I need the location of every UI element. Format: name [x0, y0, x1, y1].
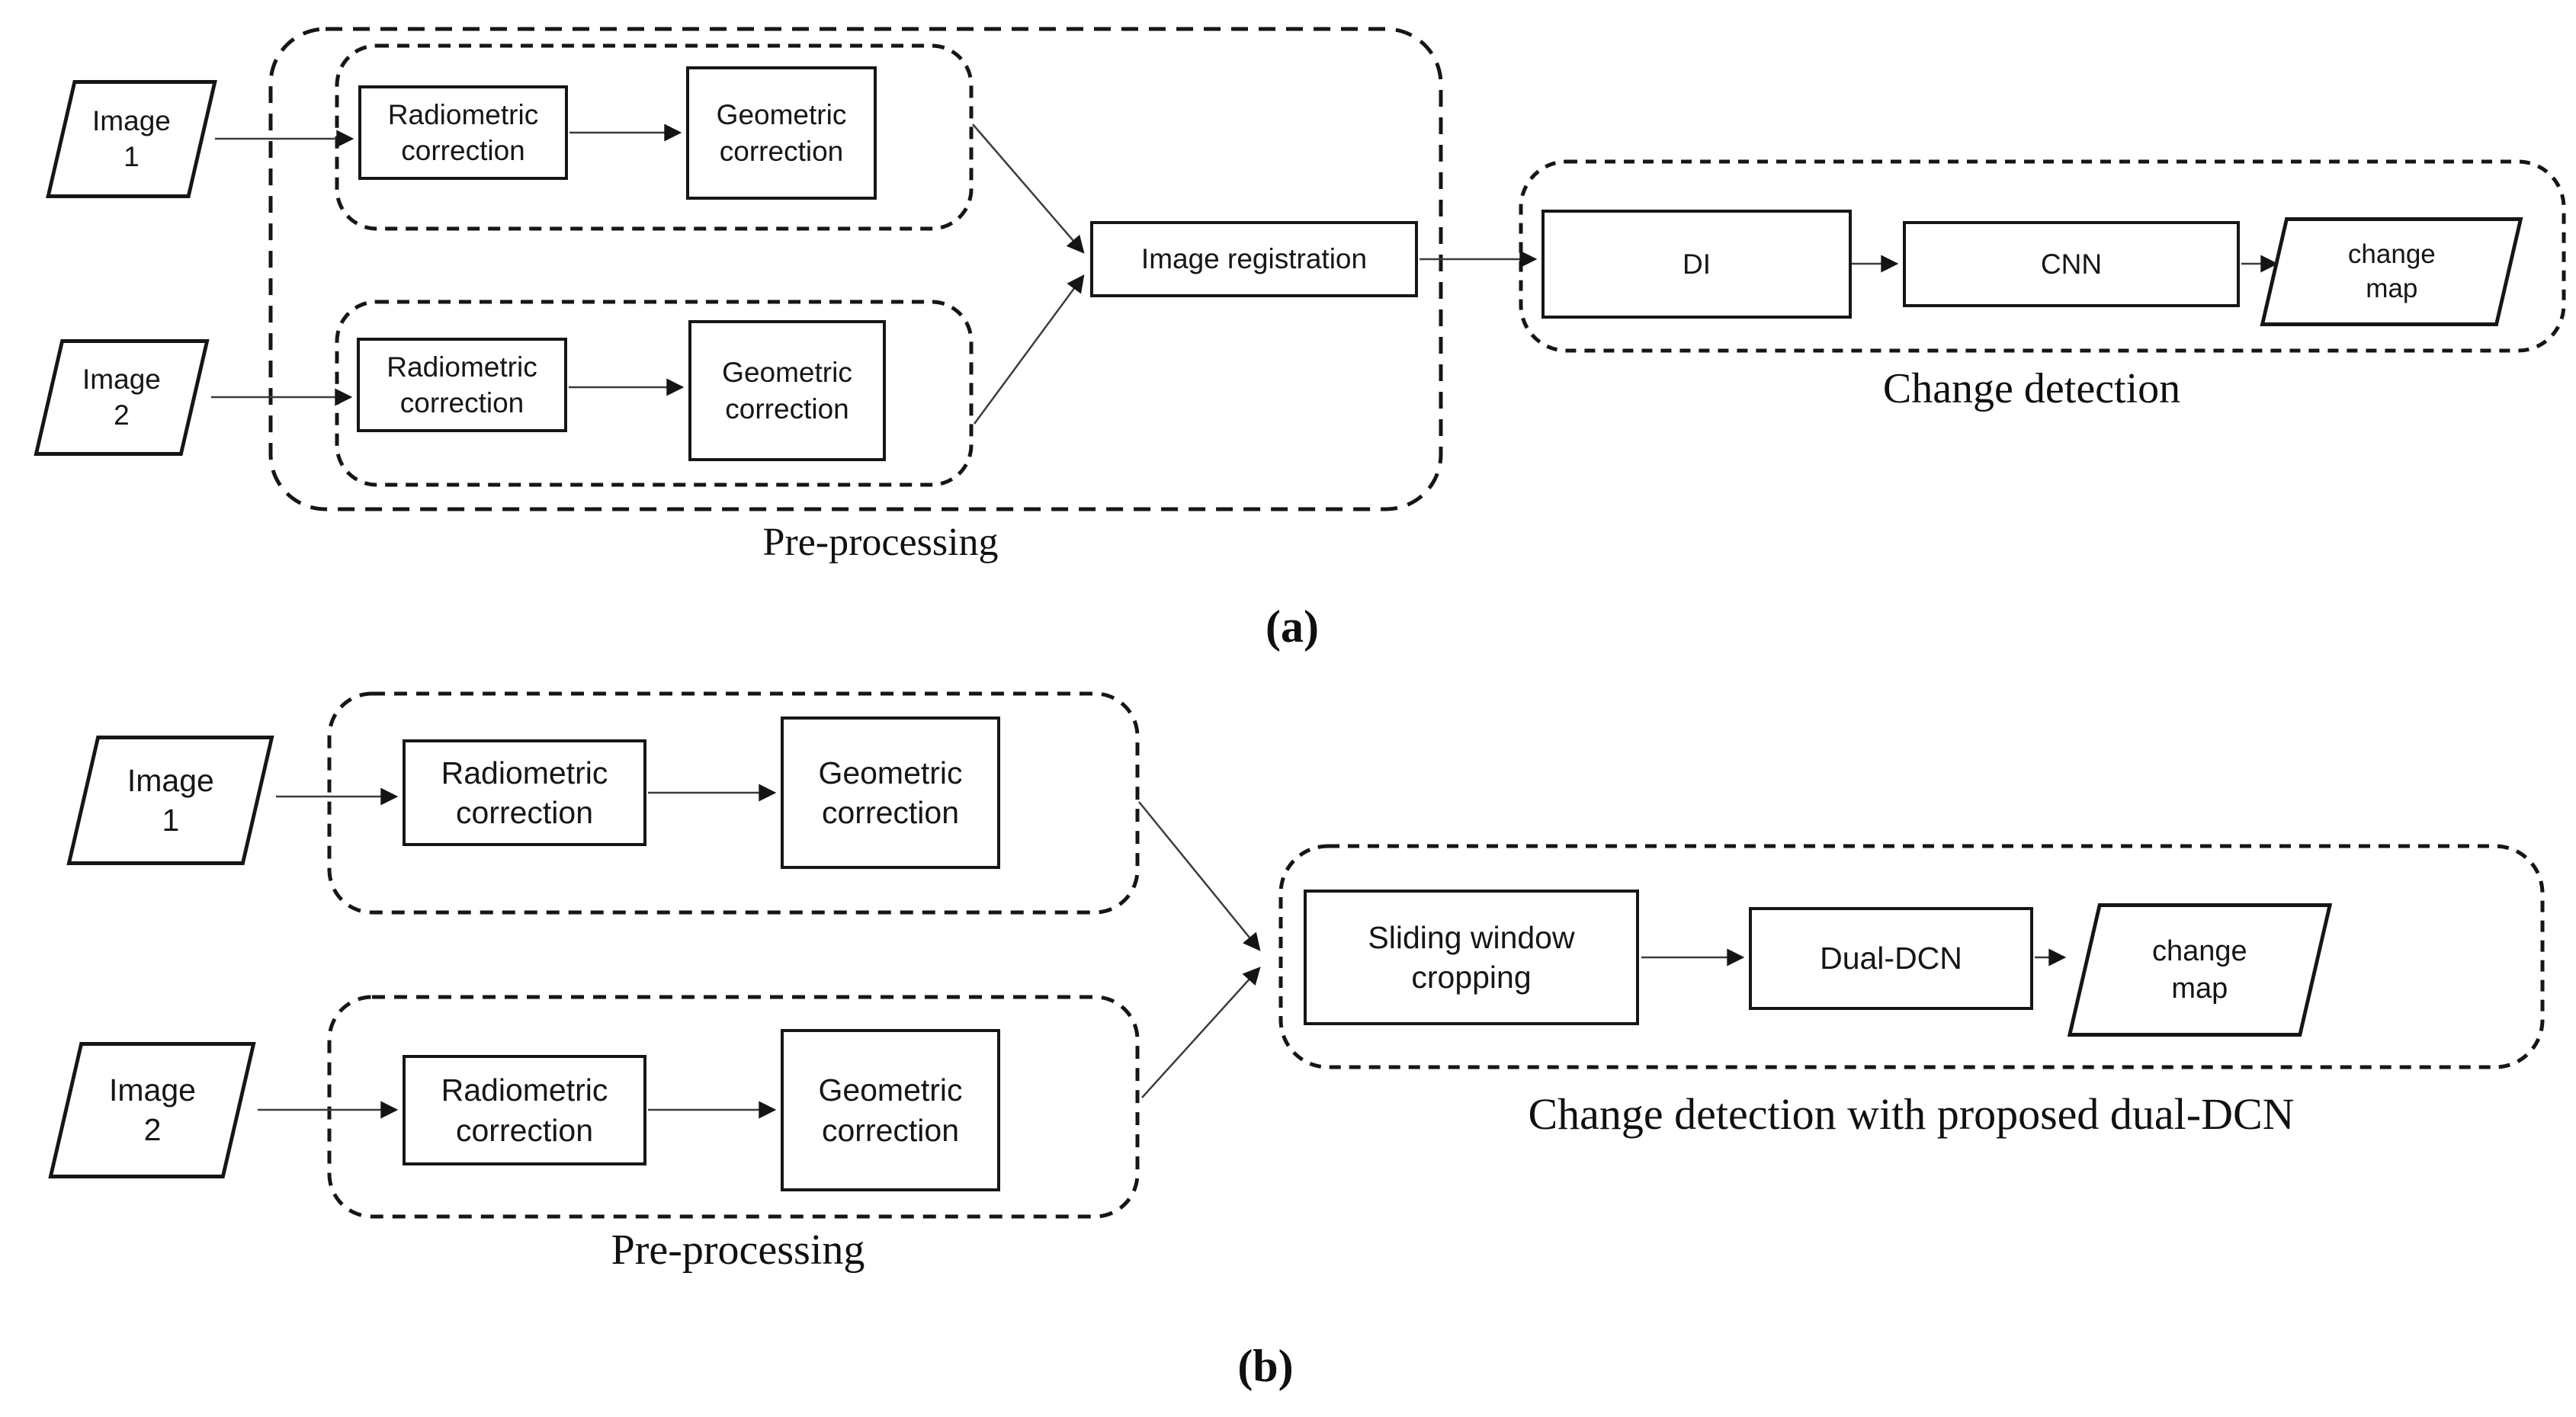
a-preprocessing-caption: Pre-processing	[762, 521, 999, 564]
a-change-detection-dashed-box	[1519, 159, 2566, 353]
b-change-detection-dashed-box	[1278, 844, 2545, 1069]
b-radiometric1-box: Radiometric correction	[403, 739, 646, 846]
b-change-map-parallelogram: change map	[2067, 903, 2333, 1037]
b-radiometric2-label: Radiometric correction	[441, 1072, 608, 1148]
a-geometric2-box: Geometric correction	[688, 320, 886, 461]
a-di-box: DI	[1541, 210, 1852, 319]
b-sliding-window-label: Sliding window cropping	[1368, 919, 1575, 995]
b-radiometric2-box: Radiometric correction	[403, 1055, 646, 1165]
b-image2-label: Image 2	[108, 1072, 196, 1148]
b-preprocessing-caption: Pre-processing	[611, 1226, 865, 1274]
a-radiometric2-label: Radiometric correction	[387, 351, 537, 418]
a-change-map-parallelogram: change map	[2260, 217, 2523, 326]
a-image-registration-label: Image registration	[1140, 243, 1368, 275]
a-geometric2-label: Geometric correction	[722, 357, 852, 425]
a-image1-label: Image 1	[92, 105, 171, 173]
b-image1-parallelogram: Image 1	[66, 736, 274, 865]
a-change-map-label: change map	[2347, 239, 2436, 303]
a-radiometric2-box: Radiometric correction	[357, 338, 567, 432]
b-geometric2-label: Geometric correction	[818, 1072, 963, 1148]
b-dual-dcn-box: Dual-DCN	[1749, 907, 2033, 1010]
arrow-b-row2-to-sliding-window	[1141, 967, 1261, 1098]
a-cnn-label: CNN	[2040, 248, 2103, 280]
a-image1-parallelogram: Image 1	[46, 80, 217, 198]
b-row2-dashed-box	[327, 995, 1140, 1219]
a-radiometric1-box: Radiometric correction	[358, 85, 568, 180]
a-cnn-box: CNN	[1903, 221, 2240, 307]
arrow-b-row1-to-sliding-window	[1138, 801, 1261, 951]
b-change-map-label: change map	[2152, 935, 2247, 1005]
b-radiometric1-label: Radiometric correction	[441, 755, 608, 830]
b-row1-dashed-box	[327, 691, 1140, 915]
a-geometric1-box: Geometric correction	[686, 66, 877, 200]
a-preprocessing-dashed-box	[268, 27, 1443, 511]
b-geometric1-box: Geometric correction	[781, 717, 1000, 869]
a-section-tag: (a)	[1266, 601, 1319, 652]
b-geometric2-box: Geometric correction	[781, 1029, 1000, 1191]
b-image2-parallelogram: Image 2	[48, 1042, 256, 1178]
a-image2-parallelogram: Image 2	[34, 339, 210, 456]
b-section-tag: (b)	[1237, 1341, 1294, 1391]
a-image2-label: Image 2	[82, 364, 161, 431]
b-geometric1-label: Geometric correction	[818, 755, 963, 830]
b-sliding-window-box: Sliding window cropping	[1304, 890, 1639, 1025]
arrow-a-group2-to-registration	[973, 274, 1085, 425]
a-di-label: DI	[1683, 248, 1711, 280]
a-geometric1-label: Geometric correction	[716, 99, 847, 167]
arrow-a-group1-to-registration	[972, 123, 1085, 254]
b-change-detection-caption: Change detection with proposed dual-DCN	[1528, 1089, 2295, 1139]
b-dual-dcn-label: Dual-DCN	[1820, 941, 1962, 976]
a-image-registration-box: Image registration	[1090, 221, 1418, 297]
a-radiometric1-label: Radiometric correction	[387, 98, 539, 166]
a-change-detection-caption: Change detection	[1882, 365, 2181, 412]
b-image1-label: Image 1	[127, 762, 214, 838]
